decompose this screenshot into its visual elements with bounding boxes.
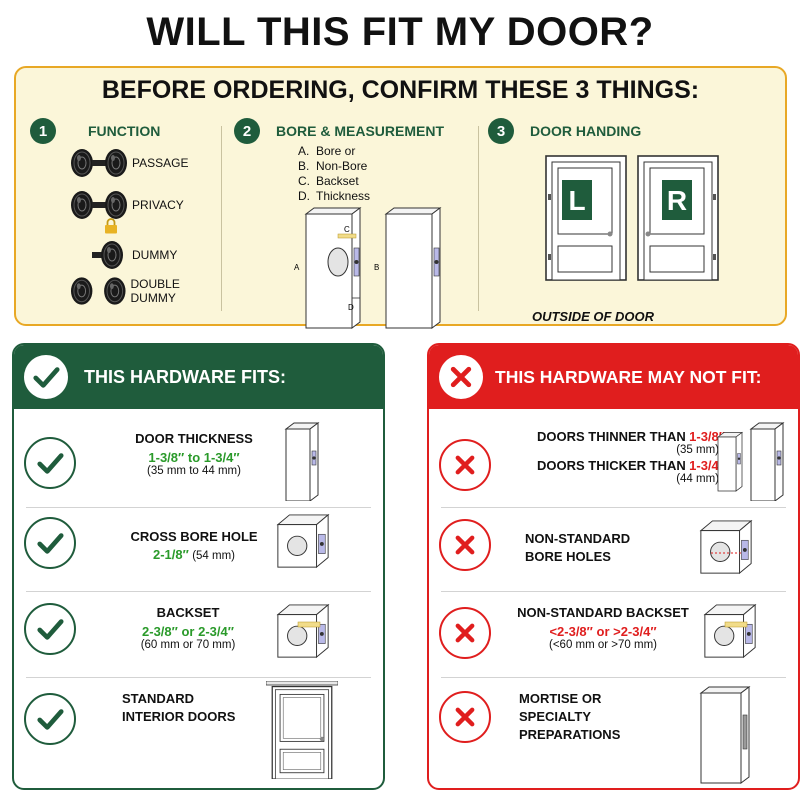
- row-metric: (60 mm or 70 mm): [140, 639, 236, 651]
- handing-column: 3 DOOR HANDING L R OUTSIDE OF DOOR: [488, 116, 778, 324]
- step-label: FUNCTION: [88, 123, 161, 139]
- step-number-badge: 1: [30, 118, 56, 144]
- row-metric: (44 mm): [676, 473, 719, 485]
- list-item: A.Bore or: [298, 144, 356, 158]
- row-label: STANDARD: [122, 691, 194, 706]
- door-icon: [266, 681, 338, 779]
- door-edge-icon: [717, 432, 743, 492]
- row-value: 2-3/8″ or 2-3/4″: [142, 624, 234, 639]
- no-fit-header: THIS HARDWARE MAY NOT FIT:: [429, 345, 798, 409]
- step-label: BORE & MEASUREMENT: [276, 123, 445, 139]
- function-privacy: PRIVACY: [70, 190, 184, 234]
- check-icon: [24, 517, 76, 569]
- x-icon: [439, 691, 491, 743]
- function-column: 1 FUNCTION PASSAGE PRIVACY: [30, 116, 226, 316]
- function-label: PASSAGE: [132, 156, 189, 170]
- confirm-section: BEFORE ORDERING, CONFIRM THESE 3 THINGS:…: [14, 66, 787, 329]
- knob-pair-icon: [70, 276, 127, 306]
- check-icon: [24, 355, 68, 399]
- svg-text:C: C: [344, 225, 350, 234]
- function-label: DUMMY: [132, 248, 178, 262]
- no-fit-title: THIS HARDWARE MAY NOT FIT:: [495, 366, 762, 387]
- door-handing-diagram: L R: [545, 155, 719, 281]
- row-label: PREPARATIONS: [519, 727, 621, 742]
- left-hand-label: L: [568, 185, 585, 216]
- bore-diagram: A C D B: [294, 207, 442, 329]
- column-divider: [221, 126, 222, 311]
- door-edge-icon: [285, 422, 319, 501]
- list-item: C.Backset: [298, 174, 359, 188]
- cross-bore-icon: [277, 514, 329, 568]
- row-label: BACKSET: [156, 605, 220, 620]
- svg-text:B: B: [374, 263, 379, 272]
- row-label: DOORS THINNER THAN: [537, 429, 686, 444]
- knob-pair-icon: [70, 190, 128, 220]
- row-label: MORTISE OR: [519, 691, 602, 706]
- row-value: 1-3/8″ to 1-3/4″: [148, 450, 240, 465]
- svg-text:D: D: [348, 303, 354, 312]
- door-edge-icon: [750, 422, 784, 501]
- list-item: B.Non-Bore: [298, 159, 368, 173]
- non-standard-backset-icon: [704, 604, 756, 658]
- padlock-icon: [105, 218, 117, 234]
- step-number-badge: 2: [234, 118, 260, 144]
- row-metric: (35 mm to 44 mm): [147, 465, 241, 477]
- row-label: INTERIOR DOORS: [122, 709, 236, 724]
- function-label: DOUBLE DUMMY: [130, 277, 180, 305]
- row-value: 1-3/8″: [689, 429, 725, 444]
- row-value: 1-3/4″: [689, 458, 725, 473]
- row-label: NON-STANDARD BACKSET: [517, 605, 689, 620]
- confirm-title: BEFORE ORDERING, CONFIRM THESE 3 THINGS:: [101, 76, 700, 104]
- knob-pair-icon: [70, 148, 128, 178]
- row-metric: (54 mm): [192, 550, 235, 562]
- function-passage: PASSAGE: [70, 148, 188, 178]
- x-icon: [439, 355, 483, 399]
- row-label: DOORS THICKER THAN: [537, 458, 686, 473]
- outside-of-door-caption: OUTSIDE OF DOOR: [531, 309, 655, 324]
- function-label: PRIVACY: [132, 198, 184, 212]
- row-metric: (35 mm): [676, 444, 719, 456]
- x-icon: [439, 439, 491, 491]
- bore-column: 2 BORE & MEASUREMENT A.Bore or B.Non-Bor…: [234, 116, 484, 329]
- page-title: WILL THIS FIT MY DOOR?: [146, 10, 654, 54]
- backset-icon: [277, 604, 329, 658]
- knob-icon: [92, 240, 124, 270]
- function-dummy: DUMMY: [70, 240, 177, 270]
- function-double-dummy: DOUBLE DUMMY: [70, 276, 226, 306]
- non-standard-bore-icon: [700, 520, 752, 574]
- step-label: DOOR HANDING: [530, 123, 642, 139]
- fits-panel: THIS HARDWARE FITS: DOOR THICKNESS 1-3/8…: [12, 343, 385, 790]
- fits-header: THIS HARDWARE FITS:: [14, 345, 383, 409]
- right-hand-label: R: [667, 185, 687, 216]
- check-icon: [24, 437, 76, 489]
- row-label: CROSS BORE HOLE: [130, 529, 258, 544]
- row-metric: (<60 mm or >70 mm): [549, 639, 657, 651]
- step-number-badge: 3: [488, 118, 514, 144]
- check-icon: [24, 693, 76, 745]
- no-fit-panel: THIS HARDWARE MAY NOT FIT: DOORS THINNER…: [427, 343, 800, 790]
- check-icon: [24, 603, 76, 655]
- row-label: NON-STANDARD: [525, 531, 631, 546]
- x-icon: [439, 519, 491, 571]
- bore-list: A.Bore or B.Non-Bore C.Backset D.Thickne…: [298, 144, 370, 204]
- row-label: BORE HOLES: [525, 549, 611, 564]
- x-icon: [439, 607, 491, 659]
- list-item: D.Thickness: [298, 189, 371, 203]
- row-label: DOOR THICKNESS: [135, 431, 253, 446]
- bore-label-a: A: [294, 263, 300, 272]
- row-label: SPECIALTY: [519, 709, 591, 724]
- row-value: <2-3/8″ or >2-3/4″: [549, 624, 657, 639]
- column-divider: [478, 126, 479, 311]
- row-value: 2-1/8″: [152, 547, 189, 562]
- fits-title: THIS HARDWARE FITS:: [84, 366, 286, 387]
- mortise-icon: [699, 686, 751, 784]
